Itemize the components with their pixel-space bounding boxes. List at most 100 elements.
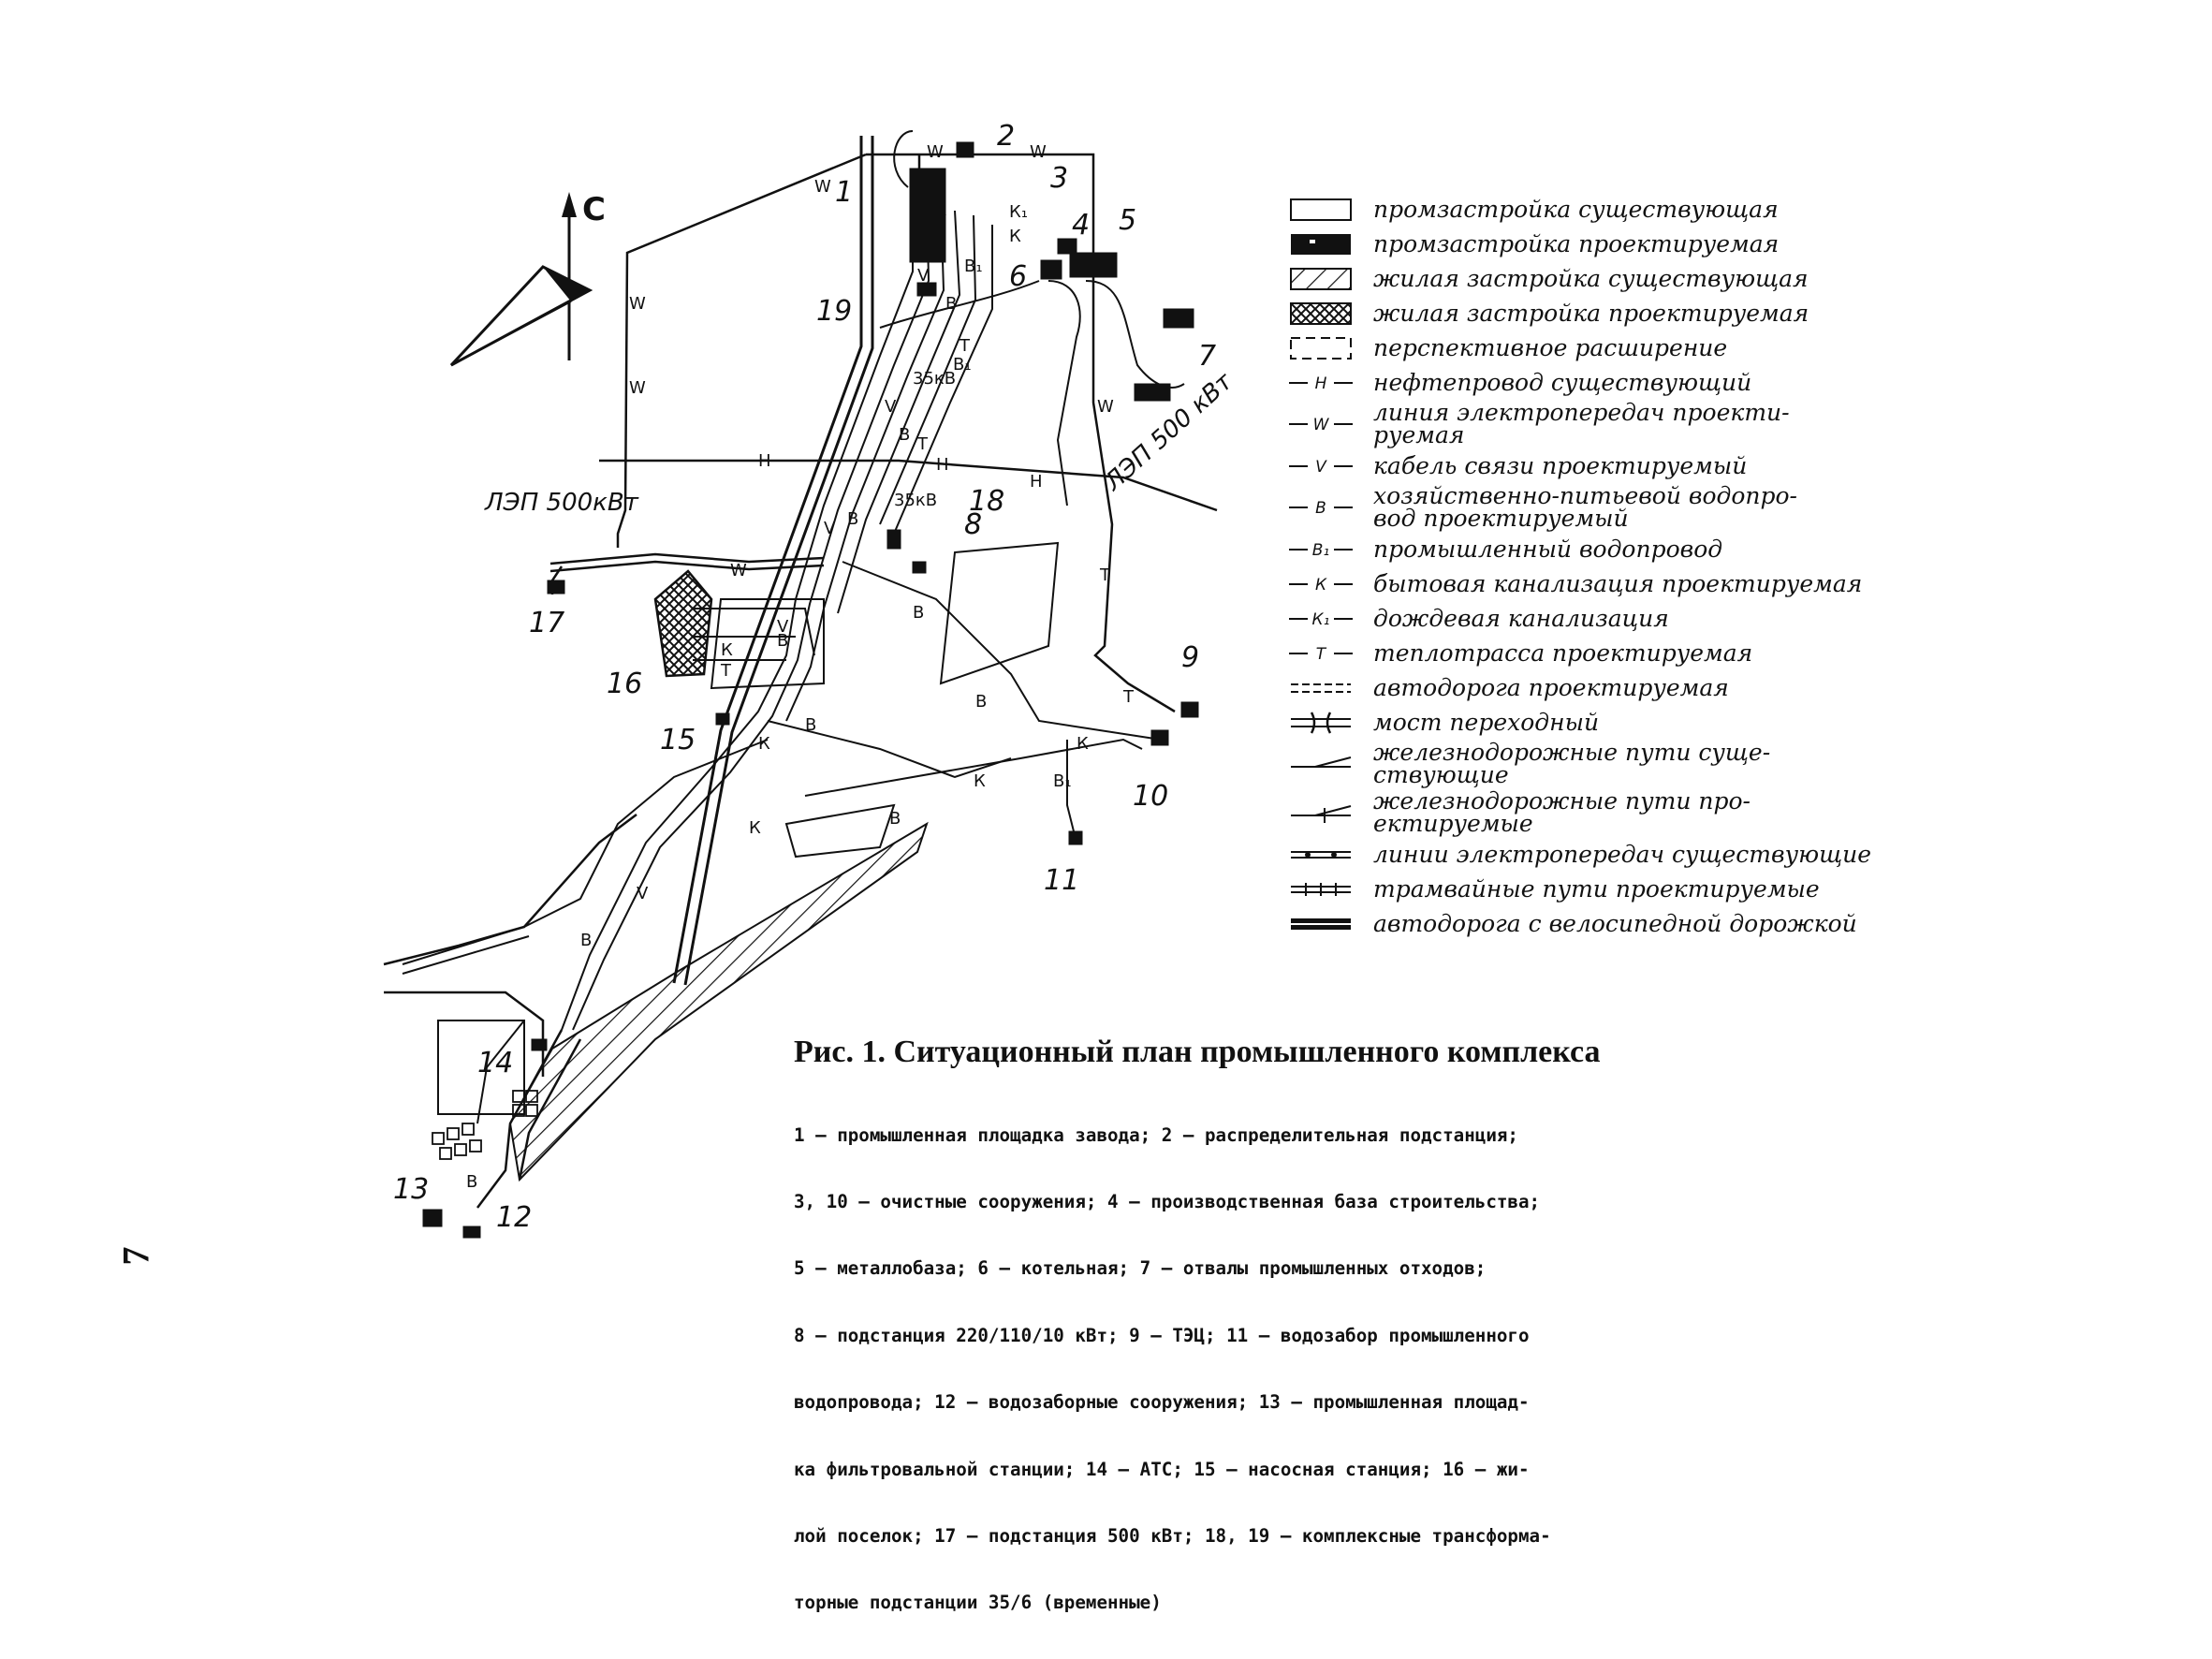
svg-text:35кВ: 35кВ	[913, 369, 956, 389]
site-15-pump	[715, 712, 730, 726]
legend-item: перспективное расширение	[1287, 330, 1886, 365]
svg-text:К₁: К₁	[1312, 610, 1330, 629]
figure-caption: Рис. 1. Ситуационный план промышленного …	[794, 1035, 1903, 1659]
svg-text:Т: Т	[1316, 645, 1327, 664]
legend-text-line: железнодорожные пути про-	[1373, 787, 1751, 815]
legend-symbol-line-k1: К₁	[1287, 605, 1355, 633]
lep-left-label: ЛЭП 500кВт	[484, 489, 639, 517]
site-11-intake	[1068, 830, 1083, 845]
svg-text:V: V	[885, 397, 897, 417]
site-7-waste-a	[1163, 308, 1194, 329]
site-14-ats	[531, 1038, 548, 1051]
svg-text:5: 5	[1119, 204, 1136, 237]
legend-text: хозяйственно-питьевой водопро-вод проект…	[1373, 482, 1797, 530]
legend-item: мост переходный	[1287, 705, 1886, 740]
legend-text: линии электропередач существующие	[1373, 843, 1871, 866]
site-18-ktp	[886, 529, 901, 550]
svg-text:В: В	[975, 692, 987, 712]
legend-symbol-rail-existing	[1287, 750, 1355, 778]
w-marker: W	[1030, 142, 1047, 162]
main-road	[672, 136, 874, 986]
caption-line: 5 — металлобаза; 6 — котельная; 7 — отва…	[794, 1257, 1487, 1280]
legend-symbol-power-existing	[1287, 841, 1355, 869]
legend-text-line: руемая	[1373, 421, 1465, 448]
legend-symbol-hatched-box	[1287, 265, 1355, 293]
svg-text:К: К	[974, 771, 986, 791]
legend-text-line: железнодорожные пути суще-	[1373, 739, 1771, 766]
legend-text: трамвайные пути проектируемые	[1373, 874, 1820, 903]
svg-text:К: К	[1077, 734, 1089, 754]
svg-text:3: 3	[1050, 162, 1068, 195]
legend-item: линии электропередач существующие	[1287, 837, 1886, 872]
legend-text-line: мост переходный	[1373, 708, 1600, 736]
legend-text: жилая застройка проектируемая	[1373, 301, 1809, 325]
legend-text-line: хозяйственно-питьевой водопро-	[1373, 482, 1797, 509]
north-label: С	[582, 191, 606, 228]
legend-symbol-dashed-box	[1287, 334, 1355, 362]
svg-text:В: В	[899, 425, 910, 445]
svg-text:V: V	[824, 519, 836, 538]
legend-item: жилая застройка проектируемая	[1287, 296, 1886, 330]
w-marker: W	[629, 294, 646, 314]
legend-text: жилая застройка существующая	[1373, 267, 1809, 290]
legend-text: дождевая канализация	[1373, 604, 1669, 632]
site-2-substation	[956, 141, 974, 158]
legend-text-line: промзастройка проектируемая	[1373, 229, 1780, 257]
legend-text-line: промышленный водопровод	[1373, 535, 1723, 563]
legend-text-line: дождевая канализация	[1373, 604, 1669, 632]
caption-line: торные подстанции 35/6 (временные)	[794, 1592, 1162, 1614]
legend-text: мост переходный	[1373, 708, 1600, 736]
svg-text:В: В	[945, 294, 957, 314]
north-arrow: С	[449, 191, 606, 367]
legend-text-line: перспективное расширение	[1373, 333, 1728, 361]
legend-item: железнодорожные пути про-ектируемые	[1287, 788, 1886, 837]
legend-symbol-tram	[1287, 875, 1355, 903]
caption-line: 1 — промышленная площадка завода; 2 — ра…	[794, 1123, 1518, 1146]
site-13-filter	[422, 1209, 443, 1227]
caption-line: 8 — подстанция 220/110/10 кВт; 9 — ТЭЦ; …	[794, 1324, 1530, 1346]
legend-text-line: линия электропередач проекти-	[1373, 399, 1790, 426]
svg-text:Т: Т	[916, 434, 929, 454]
svg-text:4: 4	[1072, 209, 1090, 242]
legend-symbol-line-t: Т	[1287, 639, 1355, 668]
legend-text: промзастройка существующая	[1373, 198, 1779, 221]
svg-text:К₁: К₁	[1009, 202, 1028, 222]
svg-text:35кВ: 35кВ	[894, 491, 937, 510]
svg-text:8: 8	[964, 508, 982, 541]
legend-text: теплотрасса проектируемая	[1373, 641, 1752, 665]
lower-left-roads	[383, 814, 637, 1209]
legend-symbol-line-w: W	[1287, 410, 1355, 438]
legend-symbol-rail-proposed	[1287, 799, 1355, 827]
svg-text:14: 14	[477, 1047, 513, 1079]
legend-text-line: трамвайные пути проектируемые	[1373, 874, 1820, 903]
legend-item: промзастройка существующая	[1287, 192, 1886, 227]
site-9-chp	[1180, 701, 1199, 718]
legend-text: линия электропередач проекти-руемая	[1373, 399, 1790, 448]
legend-symbol-line-k: К	[1287, 570, 1355, 598]
site-10-treatment	[1150, 729, 1169, 746]
legend-text: автодорога с велосипедной дорожкой	[1373, 912, 1857, 935]
pipeline-marker: Н	[1030, 472, 1043, 492]
svg-text:К: К	[721, 640, 733, 660]
svg-text:W: W	[1313, 416, 1330, 434]
pipeline-marker: Н	[936, 455, 949, 475]
legend-text-line: бытовая канализация проектируемая	[1373, 569, 1863, 597]
svg-text:В: В	[580, 931, 592, 950]
svg-text:В: В	[913, 603, 924, 623]
utility-markers: В₁ К₁ К В₁ V В Т В₁ V В Т 35кВ 35кВ V В …	[466, 200, 1135, 1192]
svg-text:V: V	[917, 266, 930, 286]
legend-text: промышленный водопровод	[1373, 535, 1723, 563]
oil-pipeline: Н Н Н	[599, 451, 1218, 512]
svg-text:Т: Т	[1099, 565, 1111, 585]
caption-body: 1 — промышленная площадка завода; 2 — ра…	[794, 1079, 1903, 1659]
svg-text:Т: Т	[720, 661, 732, 681]
site-19-ktp	[916, 282, 937, 297]
svg-text:К: К	[758, 734, 770, 754]
svg-text:15: 15	[660, 724, 696, 756]
svg-text:Т: Т	[1122, 687, 1135, 707]
